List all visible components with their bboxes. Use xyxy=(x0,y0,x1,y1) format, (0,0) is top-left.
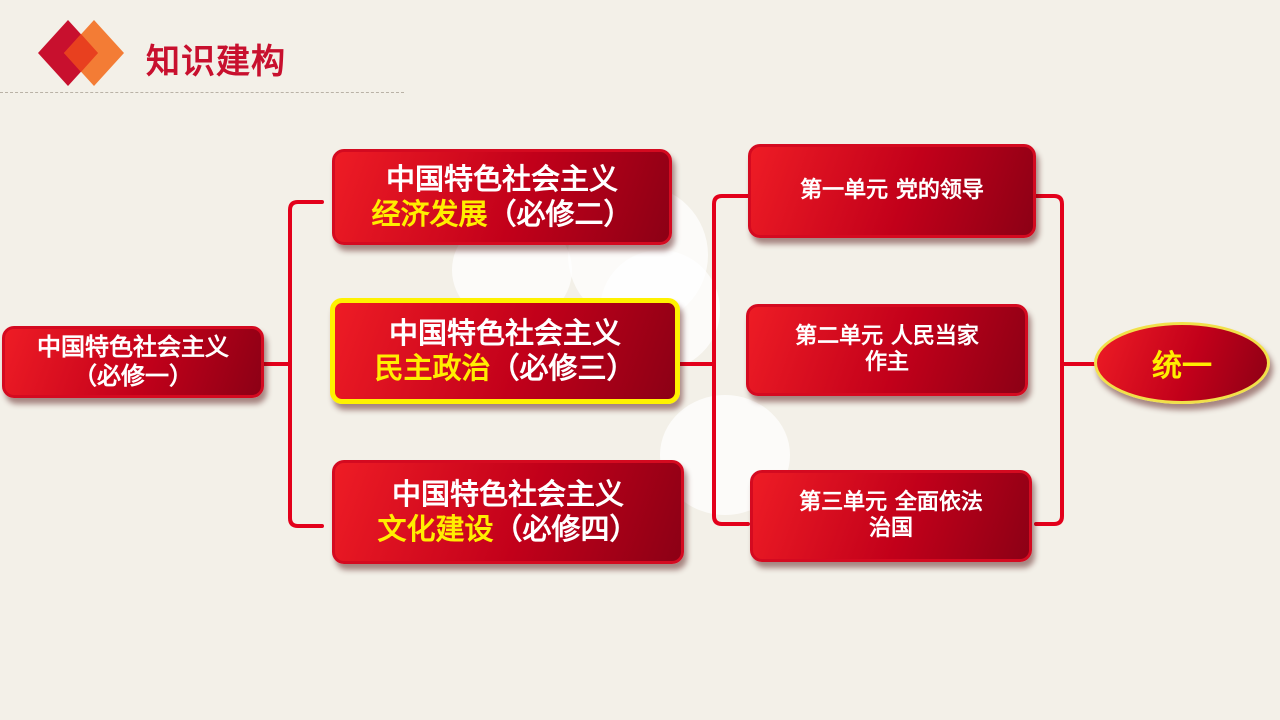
node-unity: 统一 xyxy=(1094,322,1270,404)
unity-label: 统一 xyxy=(1152,349,1212,384)
node-suffix: （必修二） xyxy=(487,197,633,231)
highlight-text: 经济发展 xyxy=(371,197,488,231)
highlight-text: 民主政治 xyxy=(374,351,491,385)
node-line: 中国特色社会主义 xyxy=(385,162,618,197)
node-line: （必修一） xyxy=(73,362,193,390)
node-line: 民主政治（必修三） xyxy=(374,351,635,386)
node-module-economy: 中国特色社会主义 经济发展（必修二） xyxy=(332,149,672,245)
node-line: 第一单元 党的领导 xyxy=(800,177,984,203)
node-line: 治国 xyxy=(868,516,913,541)
node-line: 中国特色社会主义 xyxy=(388,316,621,351)
node-module-politics: 中国特色社会主义 民主政治（必修三） xyxy=(330,298,680,404)
node-line: 第二单元 人民当家 xyxy=(795,323,979,349)
node-line: 文化建设（必修四） xyxy=(377,512,638,547)
node-line: 经济发展（必修二） xyxy=(371,197,632,232)
highlight-text: 文化建设 xyxy=(377,512,494,546)
node-line: 中国特色社会主义 xyxy=(391,477,624,512)
node-line: 第三单元 全面依法 xyxy=(799,489,983,515)
diamond-logo-icon xyxy=(38,20,124,86)
page-title: 知识建构 xyxy=(146,42,286,82)
node-compulsory-one: 中国特色社会主义 （必修一） xyxy=(2,326,264,398)
node-line: 中国特色社会主义 xyxy=(37,333,229,362)
node-suffix: （必修四） xyxy=(493,512,639,546)
node-module-culture: 中国特色社会主义 文化建设（必修四） xyxy=(332,460,684,564)
node-line: 作主 xyxy=(864,350,909,375)
node-unit-two: 第二单元 人民当家 作主 xyxy=(746,304,1028,396)
node-unit-one: 第一单元 党的领导 xyxy=(748,144,1036,238)
node-suffix: （必修三） xyxy=(490,351,636,385)
node-unit-three: 第三单元 全面依法 治国 xyxy=(750,470,1032,562)
title-divider xyxy=(0,92,404,93)
